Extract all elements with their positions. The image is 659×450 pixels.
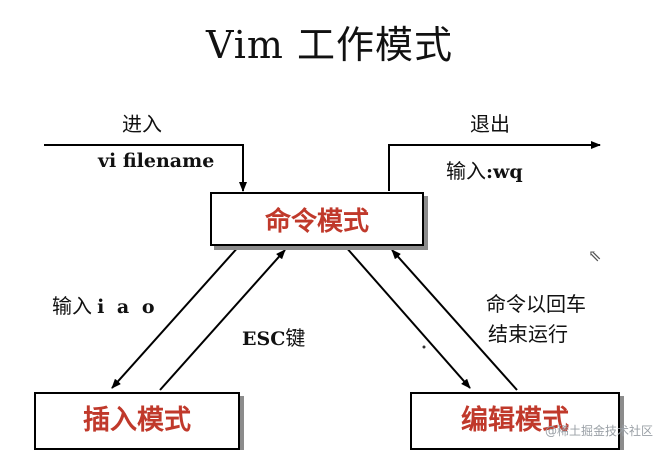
- esc-key-text: ESC: [242, 328, 286, 350]
- command-run-label-line2: 结束运行: [488, 322, 568, 346]
- enter-label: 进入: [122, 112, 162, 136]
- insert-to-cmd-arrow: [159, 249, 286, 391]
- exit-input-prefix: 输入: [446, 159, 486, 183]
- exit-arrow: [388, 141, 601, 191]
- command-run-label-line1: 命令以回车: [486, 292, 586, 316]
- mouse-pointer-icon: ⇖: [588, 246, 602, 265]
- esc-label: ESC键: [242, 322, 305, 351]
- insert-mode-box: 插入模式: [34, 392, 240, 450]
- cmd-to-edit-arrow: [344, 245, 471, 389]
- exit-label: 退出: [470, 112, 510, 136]
- exit-input-cmd: :wq: [486, 161, 523, 183]
- edit-mode-label: 编辑模式: [461, 405, 569, 436]
- enter-command-label: vi filename: [98, 150, 215, 172]
- insert-mode-label: 插入模式: [83, 405, 191, 436]
- insert-input-keys: i a o: [97, 296, 158, 318]
- watermark: @稀土掘金技术社区: [544, 424, 653, 438]
- insert-input-prefix: 输入: [52, 294, 92, 318]
- esc-suffix: 键: [285, 326, 306, 350]
- edit-mode-box: 编辑模式: [410, 392, 620, 450]
- enter-arrow: [44, 144, 247, 192]
- diagram-title: Vim 工作模式: [205, 23, 454, 67]
- cmd-to-insert-arrow: [111, 244, 241, 389]
- command-mode-label: 命令模式: [264, 206, 369, 237]
- stray-dot: [422, 345, 426, 349]
- command-mode-box: 命令模式: [210, 192, 424, 246]
- exit-input-label: 输入:wq: [446, 155, 523, 184]
- edit-to-cmd-arrow: [391, 249, 518, 391]
- insert-input-label: 输入 i a o: [52, 290, 158, 319]
